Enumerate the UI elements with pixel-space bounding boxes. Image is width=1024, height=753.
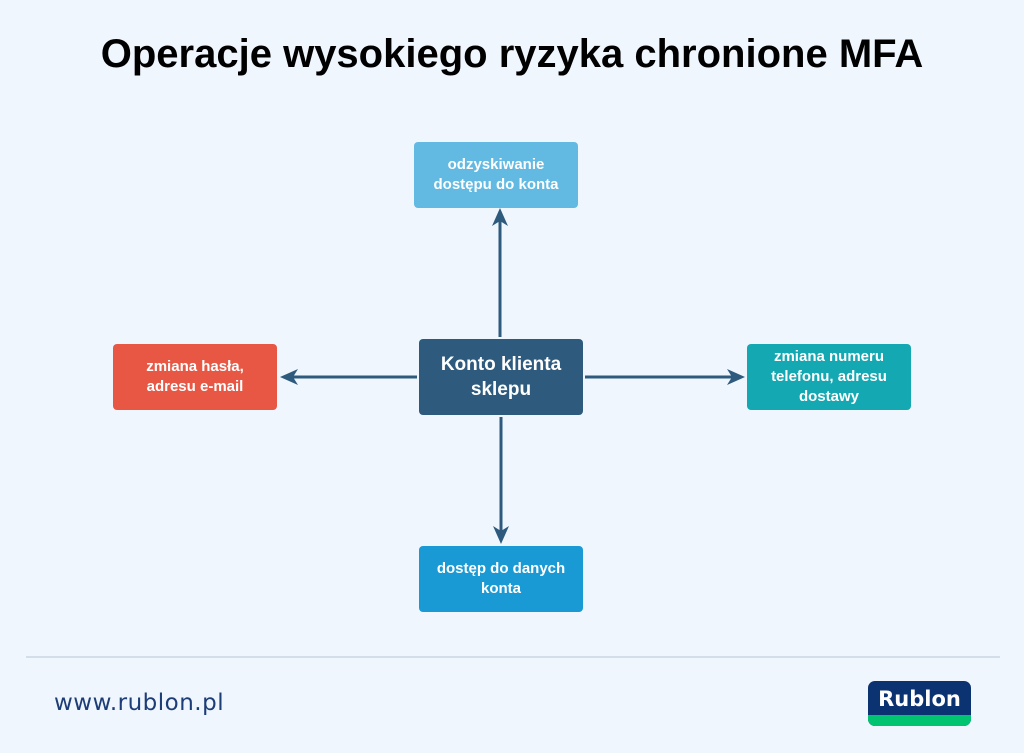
arrow-to-right (585, 369, 745, 385)
node-label-line: konta (480, 580, 521, 597)
node-account-data-access: dostęp do danych konta (419, 546, 583, 612)
node-label-line: zmiana hasła, (146, 358, 244, 375)
node-label-line: dostawy (798, 388, 859, 405)
arrow-to-top (492, 208, 508, 337)
node-phone-address-change: zmiana numeru telefonu, adresu dostawy (747, 344, 911, 410)
website-link[interactable]: www.rublon.pl (54, 690, 225, 716)
node-account-recovery: odzyskiwanie dostępu do konta (414, 142, 578, 208)
node-customer-account: Konto klienta sklepu (419, 339, 583, 415)
node-password-email-change: zmiana hasła, adresu e-mail (113, 344, 277, 410)
rublon-logo: Rublon (868, 681, 971, 726)
node-label-line: dostęp do danych (436, 560, 566, 577)
node-label-line: adresu e-mail (146, 378, 244, 395)
node-label-line: Konto klienta (440, 354, 562, 375)
arrow-to-bottom (493, 417, 509, 544)
node-label-line: odzyskiwanie (447, 156, 545, 173)
logo-text: Rublon (878, 687, 961, 711)
arrow-to-left (280, 369, 417, 385)
node-label-line: dostępu do konta (433, 176, 559, 193)
page-title: Operacje wysokiego ryzyka chronione MFA (100, 32, 924, 76)
node-label-line: zmiana numeru (773, 348, 884, 365)
node-label-line: telefonu, adresu (771, 368, 887, 385)
node-label-line: sklepu (470, 379, 532, 400)
logo-green-bar (868, 715, 971, 726)
footer-divider (26, 656, 1000, 658)
